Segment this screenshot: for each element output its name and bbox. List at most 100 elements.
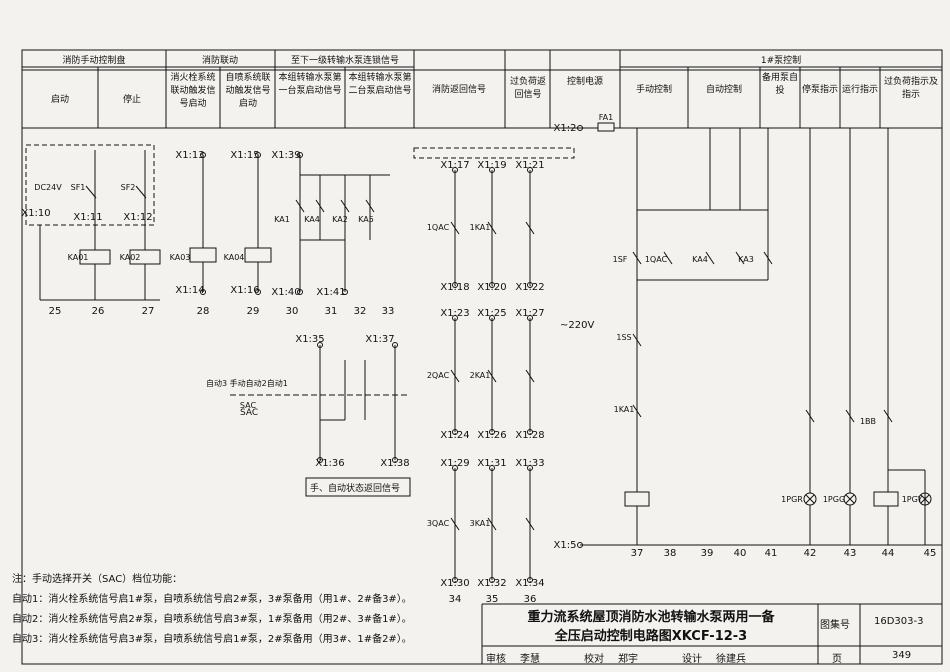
hdr-pump2-signal: 本组转输水泵第二台泵启动信号	[348, 73, 412, 96]
device-label: 2KA1	[470, 371, 491, 380]
terminal-label: X1:16	[230, 285, 259, 296]
terminal-label: X1:40	[271, 287, 300, 298]
voltage-label: ~220V	[560, 320, 595, 331]
hdr-pump1-signal: 本组转输水泵第一台泵启动信号	[278, 73, 342, 96]
hdr-sprinkler-signal: 自喷系统联动触发信号启动	[225, 73, 271, 109]
column-number: 26	[92, 306, 105, 317]
header-table: 消防手动控制盘 启动 停止 消防联动 消火栓系统联动触发信号启动 自喷系统联动触…	[22, 50, 942, 129]
device-label: KA3	[738, 255, 754, 264]
checker-name: 郑宇	[618, 654, 638, 665]
hdr-overload-wrap: 过负荷返回信号	[509, 77, 546, 100]
hdr-run-indicator: 运行指示	[842, 83, 878, 95]
column-number: 37	[631, 548, 644, 559]
hdr-auto-control: 自动控制	[706, 83, 742, 95]
device-label: 1KA1	[470, 223, 491, 232]
terminal-label: X1:36	[315, 458, 344, 469]
device-label: SAC	[240, 401, 257, 410]
device-label: 1KA1	[614, 405, 635, 414]
terminal-label: X1:38	[380, 458, 409, 469]
device-label: 3KA1	[470, 519, 491, 528]
reviewer-name: 李慧	[520, 654, 540, 665]
device-label: 1BB	[860, 417, 876, 426]
device-label: FA1	[599, 113, 613, 122]
hdr-manual-panel: 消防手动控制盘	[62, 54, 125, 66]
terminal-label: X1:32	[477, 578, 506, 589]
terminal-label: X1:13	[175, 150, 204, 161]
hdr-pump2-wrap: 本组转输水泵第二台泵启动信号	[348, 73, 412, 96]
title-line1: 重力流系统屋顶消防水池转输水泵两用一备	[527, 610, 775, 625]
column-number: 31	[325, 306, 338, 317]
device-label: SF1	[71, 183, 86, 192]
column-number: 39	[701, 548, 714, 559]
title-block	[481, 603, 942, 664]
terminal-label: X1:25	[477, 308, 506, 319]
terminal-label: X1:27	[515, 308, 544, 319]
notes-auto2: 自动2：消火栓系统信号启2#泵，自喷系统信号启3#泵，1#泵备用（用2#、3#备…	[12, 614, 412, 625]
hdr-manual-stop: 停止	[123, 93, 141, 105]
column-number: 36	[524, 594, 537, 605]
device-label: SF2	[121, 183, 136, 192]
device-label: KA4	[692, 255, 708, 264]
hdr-sprinkler-wrap: 自喷系统联动触发信号启动	[225, 73, 271, 109]
column-number: 41	[765, 548, 778, 559]
feedback-columns	[413, 147, 575, 583]
hdr-overload-indicator: 过负荷指示及指示	[883, 77, 938, 100]
hdr-fire-feedback: 消防返回信号	[432, 83, 486, 95]
device-label: KA04	[224, 253, 245, 262]
hdr-pump1-control: 1#泵控制	[761, 54, 801, 66]
hdr-standby-wrap: 备用泵自投	[761, 73, 798, 96]
column-number: 45	[924, 548, 937, 559]
terminal-label: X1:33	[515, 458, 544, 469]
manual-panel-group	[25, 144, 161, 301]
terminal-label: X1:15	[230, 150, 259, 161]
column-number: 25	[49, 306, 62, 317]
terminal-label: X1:34	[515, 578, 544, 589]
device-label: DC24V	[34, 183, 62, 192]
device-label: 2QAC	[427, 371, 450, 380]
terminal-label: X1:14	[175, 285, 204, 296]
ka-contacts	[295, 152, 390, 295]
hdr-pump-link: 至下一级转输水泵连锁信号	[291, 54, 399, 66]
notes-auto1: 自动1：消火栓系统信号启1#泵，自喷系统信号启2#泵，3#泵备用（用1#、2#备…	[12, 594, 412, 605]
hdr-manual-start: 启动	[51, 93, 69, 105]
terminal-label: X1:12	[123, 212, 152, 223]
column-number: 42	[804, 548, 817, 559]
terminal-label: X1:23	[440, 308, 469, 319]
pump-control-circuit	[577, 122, 942, 548]
terminal-label: X1:26	[477, 430, 506, 441]
terminal-label: X1:29	[440, 458, 469, 469]
device-label: KA5	[358, 215, 374, 224]
terminal-label: X1:37	[365, 334, 394, 345]
page-label: 页	[832, 654, 842, 665]
terminal-label: X1:11	[73, 212, 102, 223]
hdr-ovl-ind-wrap: 过负荷指示及指示	[883, 77, 938, 100]
column-number: 27	[142, 306, 155, 317]
notes-block: 注：手动选择开关（SAC）档位功能： 自动1：消火栓系统信号启1#泵，自喷系统信…	[12, 570, 482, 650]
terminal-label: X1:22	[515, 282, 544, 293]
terminal-label: X1:39	[271, 150, 300, 161]
column-number: 29	[247, 306, 260, 317]
terminal-label: X1:31	[477, 458, 506, 469]
terminal-label: X1:24	[440, 430, 469, 441]
column-number: 33	[382, 306, 395, 317]
column-number: 38	[664, 548, 677, 559]
hdr-standby-auto: 备用泵自投	[761, 73, 798, 96]
device-label: 1SF	[613, 255, 628, 264]
design-label: 设计	[682, 654, 702, 665]
hdr-stop-indicator: 停泵指示	[802, 83, 838, 95]
device-label: 1PGR	[781, 495, 803, 504]
atlas-number: 16D303-3	[874, 616, 924, 627]
device-label: 1PGY	[902, 495, 923, 504]
terminal-label: X1:10	[21, 208, 50, 219]
terminal-label: X1:17	[440, 160, 469, 171]
device-label: 1QAC	[427, 223, 450, 232]
terminal-label: X1:35	[295, 334, 324, 345]
hdr-overload-feedback: 过负荷返回信号	[509, 77, 546, 100]
page-number: 349	[892, 650, 912, 661]
sac-name: SAC	[240, 408, 259, 418]
device-label: 1SS	[616, 333, 631, 342]
device-label: KA03	[170, 253, 191, 262]
